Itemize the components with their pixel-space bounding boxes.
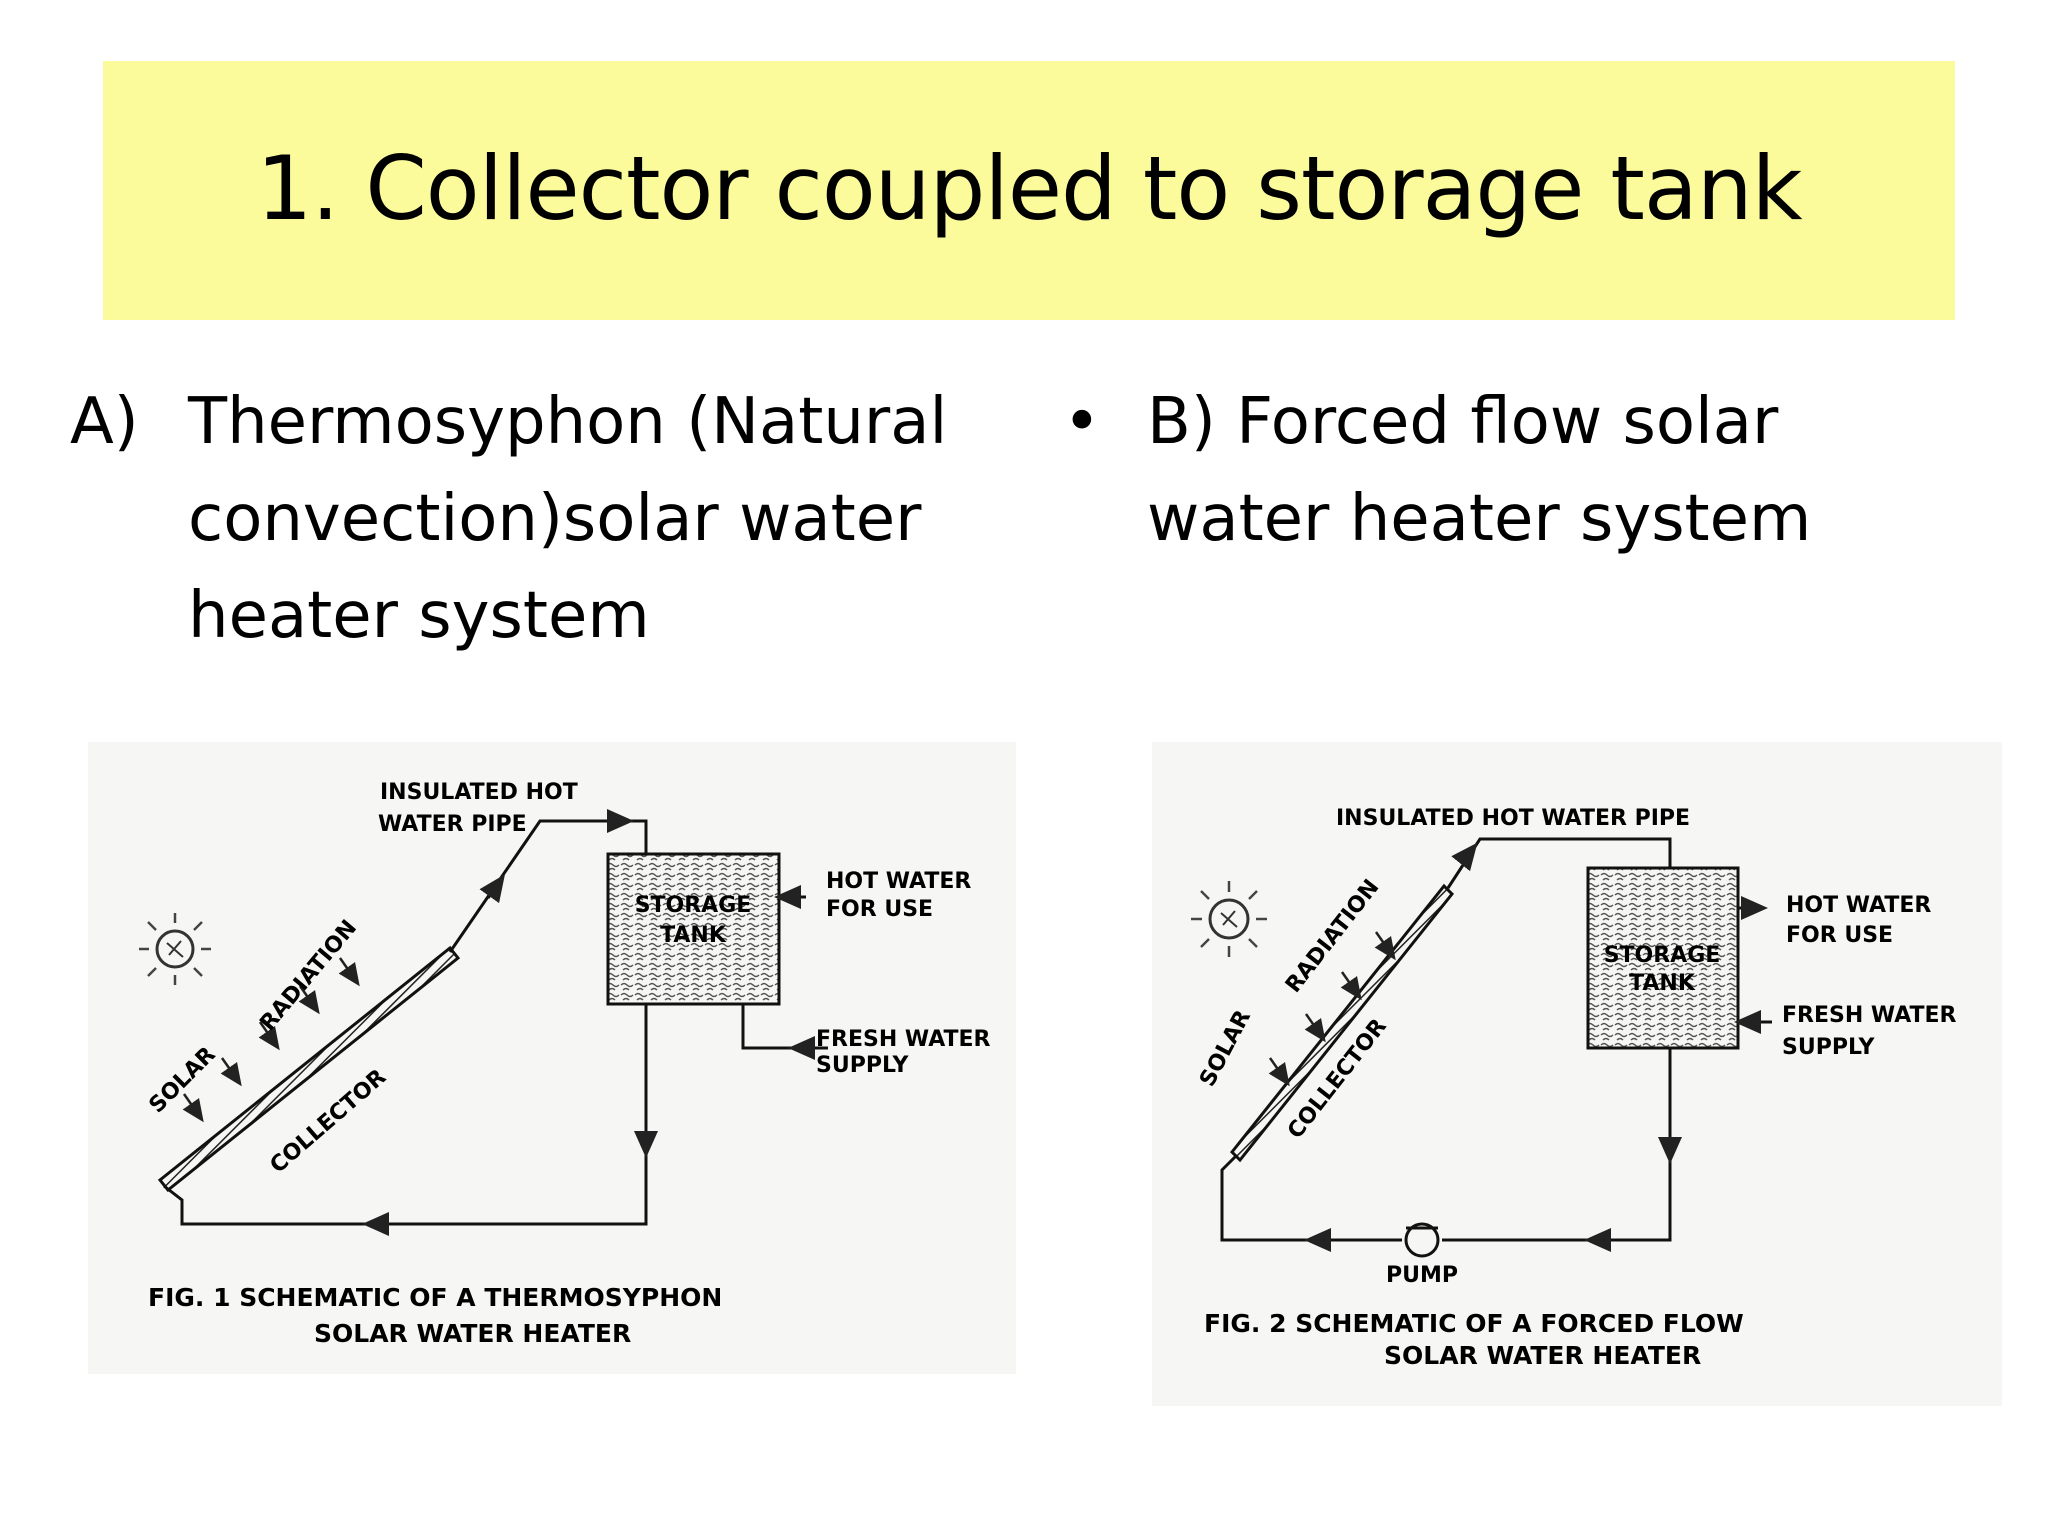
radiation-label: RADIATION	[255, 916, 362, 1036]
slide-title: 1. Collector coupled to storage tank	[256, 137, 1802, 240]
solar-label: SOLAR	[1195, 1006, 1256, 1091]
fresh-water-label: SUPPLY	[816, 1053, 910, 1078]
return-pipe	[163, 1004, 648, 1226]
forced-flow-diagram: PUMP STORAGE TANK INSULATED HOT WATER PI…	[1191, 806, 1957, 1370]
radiation-arrows	[1268, 931, 1396, 1087]
fresh-water-label: FRESH WATER	[816, 1027, 991, 1052]
fresh-water-label: SUPPLY	[1782, 1035, 1876, 1060]
fresh-water-label: FRESH WATER	[1782, 1003, 1957, 1028]
right-bullet-marker: •	[1063, 385, 1101, 459]
sun-icon	[139, 913, 211, 985]
storage-tank: STORAGE TANK	[1586, 866, 1740, 1050]
flow-arrow	[1451, 842, 1478, 872]
tank-label: STORAGE	[1604, 943, 1721, 968]
hot-water-label: HOT WATER	[826, 869, 971, 894]
tank-label: TANK	[660, 923, 727, 948]
sun-icon	[1191, 881, 1267, 957]
solar-label: SOLAR	[145, 1042, 221, 1118]
left-bullet-marker: A)	[70, 385, 139, 459]
fresh-water-inlet	[741, 1004, 794, 1050]
figure-caption: FIG. 1 SCHEMATIC OF A THERMOSYPHON	[148, 1283, 722, 1312]
forced-flow-figure: PUMP STORAGE TANK INSULATED HOT WATER PI…	[1152, 742, 2002, 1406]
tank-label: STORAGE	[635, 893, 752, 918]
radiation-arrows	[182, 957, 360, 1123]
left-bullet-text: Thermosyphon (Natural convection)solar w…	[188, 385, 948, 653]
collector-panel	[1229, 883, 1455, 1163]
title-band: 1. Collector coupled to storage tank	[103, 61, 1955, 320]
pipe-label: INSULATED HOT WATER PIPE	[1336, 806, 1690, 831]
flow-arrow	[479, 874, 505, 904]
figure-caption: SOLAR WATER HEATER	[314, 1319, 631, 1348]
figure-caption: FIG. 2 SCHEMATIC OF A FORCED FLOW	[1204, 1309, 1744, 1338]
thermosyphon-diagram: STORAGE TANK INSULATED HOT WATER PIPE HO…	[139, 780, 991, 1348]
pipe-label: WATER PIPE	[378, 812, 527, 837]
pump-label: PUMP	[1386, 1263, 1458, 1288]
hot-water-label: FOR USE	[1786, 923, 1893, 948]
return-pipe	[1220, 1048, 1672, 1242]
thermosyphon-figure: STORAGE TANK INSULATED HOT WATER PIPE HO…	[88, 742, 1016, 1374]
pump-icon	[1404, 1222, 1440, 1258]
hot-water-label: HOT WATER	[1786, 893, 1931, 918]
tank-label: TANK	[1629, 971, 1696, 996]
storage-tank: STORAGE TANK	[606, 852, 781, 1006]
right-bullet-text: B) Forced flow solar water heater system	[1147, 385, 1812, 556]
hot-water-label: FOR USE	[826, 897, 933, 922]
figure-caption: SOLAR WATER HEATER	[1384, 1341, 1701, 1370]
pipe-label: INSULATED HOT	[380, 780, 578, 805]
